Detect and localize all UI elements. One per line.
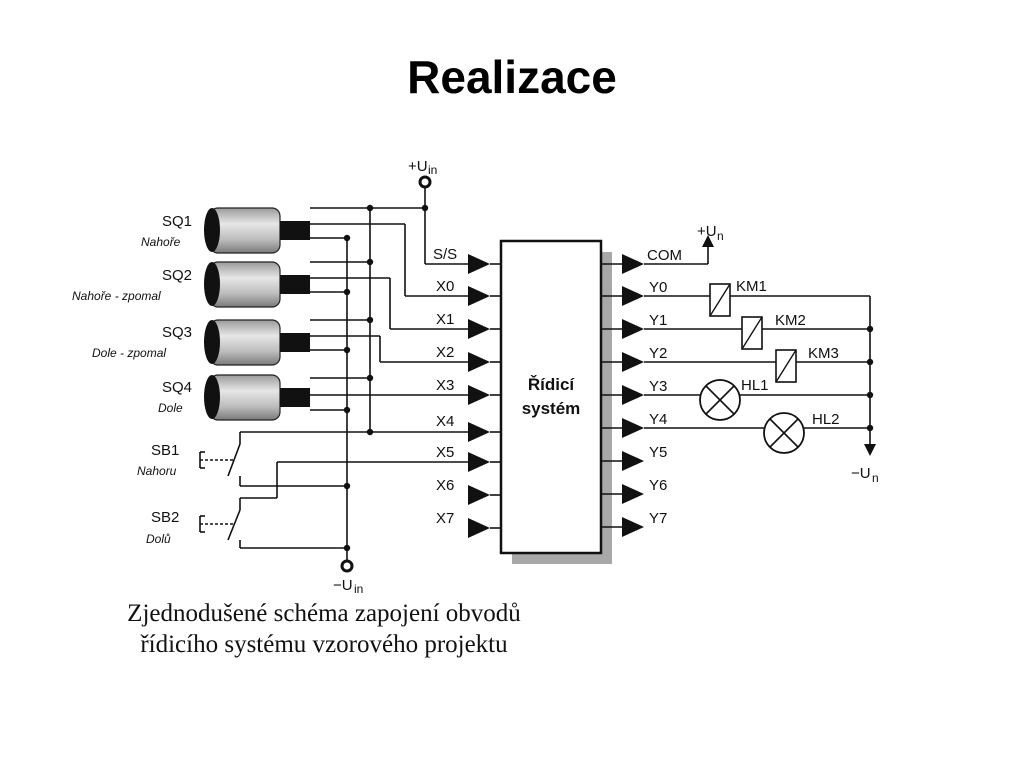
supply-bottom-label: −U <box>333 577 353 594</box>
output-junctions <box>702 235 876 456</box>
sensor-desc: Dole <box>158 401 183 415</box>
svg-text:X1: X1 <box>436 311 454 328</box>
page-title: Realizace <box>407 51 617 103</box>
out-supply-bottom: −U <box>851 465 871 482</box>
input-pin-x3: X3 <box>436 377 501 405</box>
junction-dots <box>343 204 429 552</box>
relay-km1: KM1 <box>709 278 767 317</box>
out-supply-top-sub: n <box>717 229 724 243</box>
sensor-desc: Dole - zpomal <box>92 346 166 360</box>
svg-text:Y6: Y6 <box>649 477 667 494</box>
caption-line-1: Zjednodušené schéma zapojení obvodů <box>127 600 521 627</box>
caption-line-2: řídicího systému vzorového projektu <box>140 631 508 658</box>
lamp-label: HL2 <box>812 411 840 428</box>
button-id: SB2 <box>151 509 179 526</box>
output-pin-y3: Y3 <box>601 378 667 405</box>
output-pin-y1: Y1 <box>601 312 667 339</box>
sensor-sq2: SQ2 Nahoře - zpomal <box>72 261 310 308</box>
input-pin-x0: X0 <box>436 278 501 306</box>
relay-km2: KM2 <box>741 312 806 350</box>
input-pin-x5: X5 <box>436 444 501 472</box>
svg-text:Y2: Y2 <box>649 345 667 362</box>
svg-text:Y1: Y1 <box>649 312 667 329</box>
output-pin-y7: Y7 <box>601 510 667 537</box>
sensor-id: SQ2 <box>162 267 192 284</box>
svg-text:X2: X2 <box>436 344 454 361</box>
svg-text:X7: X7 <box>436 510 454 527</box>
svg-text:Y3: Y3 <box>649 378 667 395</box>
svg-text:X4: X4 <box>436 413 454 430</box>
sensor-desc: Nahoře - zpomal <box>72 289 161 303</box>
lamp-hl1: HL1 <box>699 377 769 421</box>
svg-text:S/S: S/S <box>433 246 457 263</box>
output-wiring <box>644 245 871 446</box>
supply-top-label: +U <box>408 158 428 175</box>
svg-text:Y0: Y0 <box>649 279 667 296</box>
supply-bottom-sub: in <box>354 582 363 596</box>
sensor-id: SQ4 <box>162 379 192 396</box>
svg-text:COM: COM <box>647 247 682 264</box>
output-supply-labels: +U n −U n <box>697 223 879 485</box>
button-sb1: SB1 Nahoru <box>137 442 241 478</box>
output-pin-y2: Y2 <box>601 345 667 372</box>
output-pin-y0: Y0 <box>601 279 667 306</box>
sensor-sq3: SQ3 Dole - zpomal <box>92 319 310 366</box>
button-sb2: SB2 Dolů <box>146 509 241 546</box>
output-pin-y5: Y5 <box>601 444 667 471</box>
input-pin-x4: X4 <box>436 413 501 442</box>
output-pin-y6: Y6 <box>601 477 667 504</box>
wiring <box>239 187 470 561</box>
relay-label: KM3 <box>808 345 839 362</box>
output-pin-y4: Y4 <box>601 411 667 438</box>
output-terminals: COM Y0 Y1 Y2 Y3 Y4 Y5 Y6 Y7 <box>601 247 682 537</box>
supply-top-terminal: +U in <box>408 158 437 189</box>
button-id: SB1 <box>151 442 179 459</box>
relay-km3: KM3 <box>775 345 839 383</box>
lamp-label: HL1 <box>741 377 769 394</box>
input-pin-x1: X1 <box>436 311 501 339</box>
svg-text:Y5: Y5 <box>649 444 667 461</box>
supply-bottom-terminal: −U in <box>333 559 363 596</box>
lamp-hl2: HL2 <box>763 411 840 454</box>
supply-top-sub: in <box>428 163 437 177</box>
svg-text:X0: X0 <box>436 278 454 295</box>
input-pin-ss: S/S <box>433 246 501 274</box>
out-supply-top: +U <box>697 223 717 240</box>
sensor-id: SQ1 <box>162 213 192 230</box>
control-system-block: Řídicí systém <box>499 239 612 564</box>
control-system-line2: systém <box>522 399 581 418</box>
button-desc: Nahoru <box>137 464 177 478</box>
diagram-caption: Zjednodušené schéma zapojení obvodů řídi… <box>64 598 584 660</box>
input-terminals: S/S X0 X1 X2 X3 X4 X5 X6 X7 <box>433 246 501 538</box>
input-pin-x6: X6 <box>436 477 501 505</box>
control-system-line1: Řídicí <box>528 375 576 394</box>
button-desc: Dolů <box>146 532 171 546</box>
sensor-sq1: SQ1 Nahoře <box>141 207 310 254</box>
out-supply-bottom-sub: n <box>872 471 879 485</box>
sensor-id: SQ3 <box>162 324 192 341</box>
svg-text:X5: X5 <box>436 444 454 461</box>
sensor-sq4: SQ4 Dole <box>158 374 310 421</box>
relay-label: KM1 <box>736 278 767 295</box>
relay-label: KM2 <box>775 312 806 329</box>
svg-text:X6: X6 <box>436 477 454 494</box>
svg-text:Y7: Y7 <box>649 510 667 527</box>
input-pin-x2: X2 <box>436 344 501 372</box>
input-pin-x7: X7 <box>436 510 501 538</box>
svg-text:X3: X3 <box>436 377 454 394</box>
svg-text:Y4: Y4 <box>649 411 667 428</box>
sensor-desc: Nahoře <box>141 235 181 249</box>
output-pin-com: COM <box>601 247 682 274</box>
